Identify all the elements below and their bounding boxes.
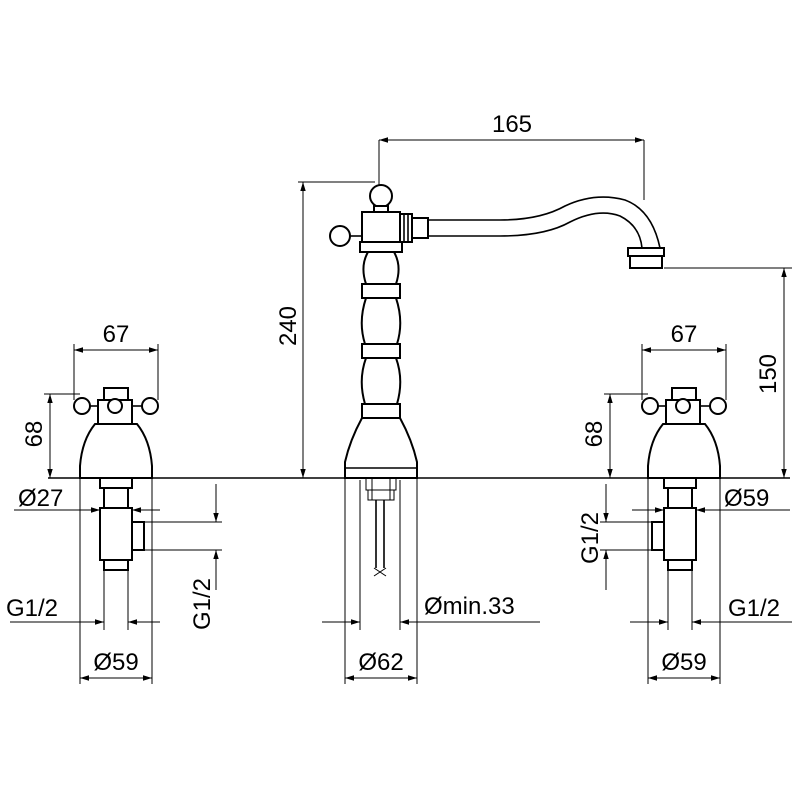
label-left-thread-vertical: G1/2 [189, 578, 216, 630]
dimension-labels: 165 240 150 67 68 67 68 Ø27 G1/2 G1/2 Ø5… [6, 111, 782, 676]
label-right-handle-height: 68 [581, 421, 608, 448]
label-right-handle-width: 67 [671, 321, 698, 348]
label-right-base-diameter: Ø59 [661, 649, 706, 676]
right-valve-assembly [641, 387, 727, 571]
left-side-knob [329, 225, 351, 247]
label-spout-height: 240 [275, 306, 302, 346]
right-handle-arm-left [641, 397, 659, 415]
label-left-handle-height: 68 [21, 421, 48, 448]
label-left-shank-diameter: Ø27 [18, 485, 63, 512]
label-center-hole-min: Ømin.33 [424, 593, 515, 620]
label-spout-reach: 165 [492, 111, 532, 138]
label-right-thread-horizontal: G1/2 [728, 595, 780, 622]
right-handle-arm-right [709, 397, 727, 415]
left-handle-arm-right [141, 397, 159, 415]
label-right-diameter: Ø59 [724, 485, 769, 512]
left-valve-assembly [73, 387, 159, 571]
label-left-base-diameter: Ø59 [93, 649, 138, 676]
label-left-thread-horizontal: G1/2 [6, 595, 58, 622]
label-right-thread-vertical: G1/2 [577, 512, 604, 564]
label-center-base-diameter: Ø62 [358, 649, 403, 676]
dimension-lines [10, 137, 792, 684]
spout-assembly [329, 184, 665, 577]
top-finial [369, 184, 393, 208]
label-outlet-height: 150 [755, 354, 782, 394]
label-left-handle-width: 67 [103, 321, 130, 348]
aerator [627, 247, 665, 257]
left-handle-arm-left [73, 397, 91, 415]
